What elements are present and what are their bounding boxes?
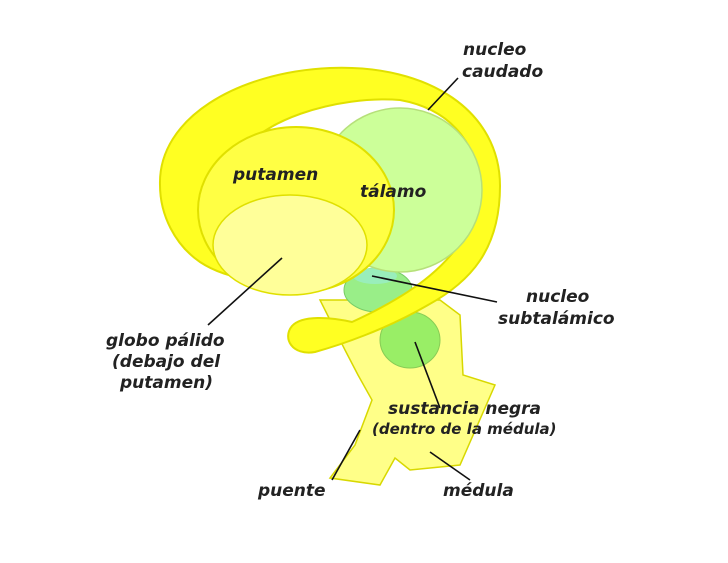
- label-globo-palido: globo pálido (debajo del putamen): [106, 331, 231, 393]
- globus-pallidus-shape: [212, 194, 368, 296]
- pointer-caudate: [427, 77, 459, 111]
- label-nucleo-subtalamico: nucleo subtalámico: [498, 287, 615, 329]
- pointer-substantia: [414, 341, 441, 409]
- label-putamen: putamen: [232, 165, 318, 185]
- label-sustancia-negra: sustancia negra: [388, 399, 541, 419]
- label-sustancia-negra-note: (dentro de la médula): [372, 420, 557, 438]
- pointer-globus: [207, 257, 283, 326]
- pointer-medula: [429, 451, 471, 481]
- label-nucleo-caudado: nucleo caudado: [462, 40, 543, 82]
- label-medula: médula: [443, 481, 514, 501]
- label-puente: puente: [257, 481, 326, 501]
- pointer-puente: [331, 429, 361, 481]
- label-talamo: tálamo: [360, 182, 427, 202]
- pointer-lines: [207, 77, 498, 481]
- pointer-subthalamic: [371, 275, 498, 303]
- brainstem-shape: [318, 299, 497, 486]
